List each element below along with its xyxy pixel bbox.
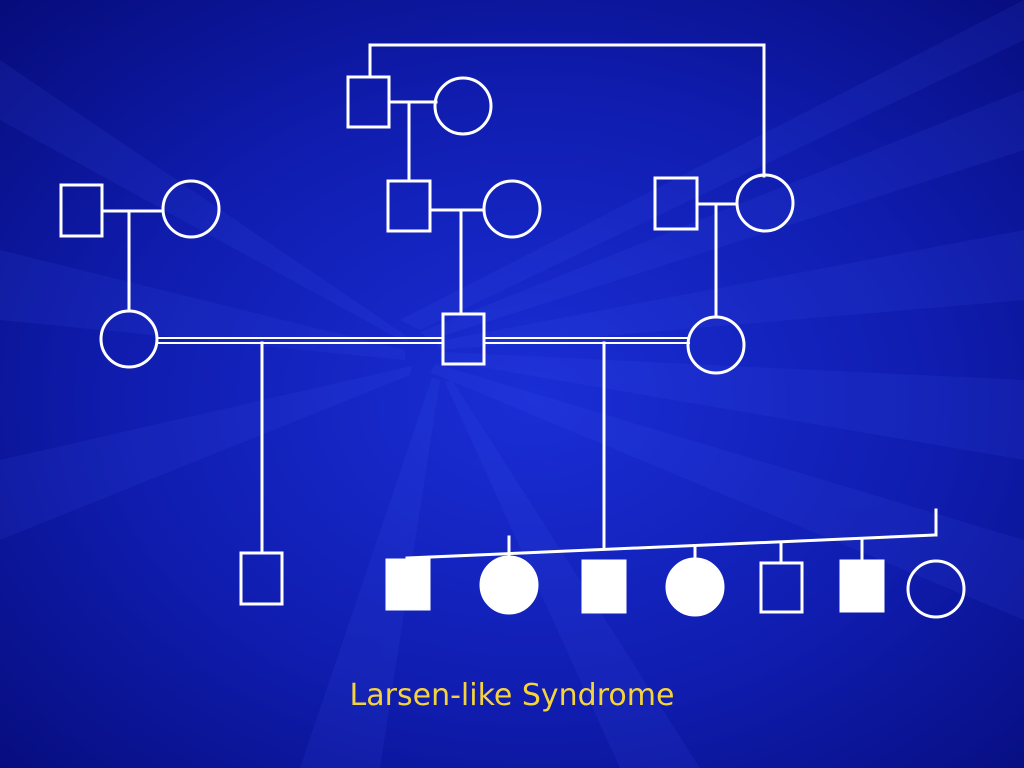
female-unaffected-II6	[735, 173, 795, 233]
female-unaffected-IV8	[906, 559, 966, 619]
female-unaffected-III3	[686, 315, 746, 375]
male-unaffected-II1	[59, 183, 104, 238]
female-unaffected-II2	[161, 179, 221, 239]
female-affected-IV5	[665, 557, 725, 617]
pedigree-lines	[101, 43, 938, 565]
male-unaffected-IV6	[759, 561, 804, 614]
female-affected-IV3	[479, 555, 539, 615]
female-unaffected-II4	[482, 179, 542, 239]
male-unaffected-I1	[346, 75, 391, 129]
male-affected-IV2	[385, 558, 431, 611]
male-affected-IV7	[839, 559, 885, 613]
descent-line-I1-II6	[368, 43, 766, 178]
male-unaffected-IV1	[239, 551, 284, 606]
male-unaffected-II5	[653, 176, 699, 231]
sibship-line	[405, 533, 938, 560]
female-unaffected-I2	[433, 76, 493, 136]
female-unaffected-III1	[99, 309, 159, 369]
slide-caption: Larsen-like Syndrome	[349, 678, 675, 713]
pedigree-individuals	[59, 75, 966, 619]
male-unaffected-II3	[386, 179, 432, 233]
male-unaffected-III2	[441, 312, 486, 366]
male-affected-IV4	[581, 559, 627, 614]
